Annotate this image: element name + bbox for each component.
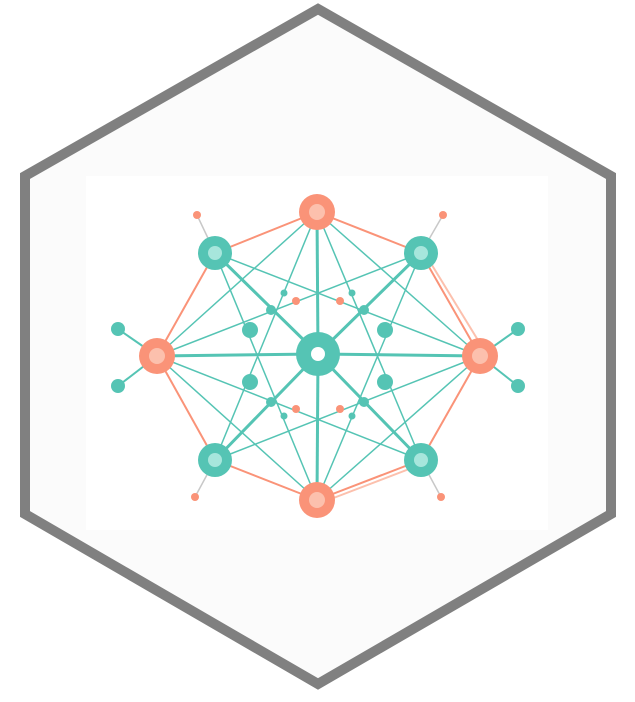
star-edge: [316, 211, 481, 357]
inner-coral-node: [336, 405, 344, 413]
inner-node: [242, 374, 258, 390]
outer-ring-edge: [214, 459, 318, 501]
corner-teal-node: [198, 443, 232, 477]
star-edge: [156, 211, 318, 357]
inner-node: [359, 305, 369, 315]
spoke-edge: [316, 352, 423, 462]
outer-ring-edge: [156, 252, 216, 357]
outer-ring-edge: [420, 355, 481, 461]
star-edge: [316, 355, 481, 501]
inner-node: [266, 305, 276, 315]
outer-ring-edge: [156, 355, 216, 461]
spoke-edge: [213, 251, 320, 356]
spoke-edge: [315, 353, 320, 501]
satellite-node: [511, 322, 525, 336]
inner-node: [348, 289, 356, 297]
star-edge: [316, 252, 422, 501]
spoke-edge: [317, 352, 481, 358]
star-edge: [214, 355, 481, 461]
center-hub-node: [296, 332, 340, 376]
star-edge: [156, 252, 422, 357]
inner-node: [377, 322, 393, 338]
tip-node: [193, 211, 201, 219]
spoke-edge: [156, 352, 319, 358]
inner-node: [280, 289, 288, 297]
spoke-edge: [316, 251, 423, 356]
corner-teal-node: [404, 443, 438, 477]
star-edge: [214, 211, 318, 461]
outer-ring-edge: [420, 252, 481, 357]
tip-node: [439, 211, 447, 219]
inner-node: [359, 397, 369, 407]
outer-ring-edge: [426, 256, 485, 351]
star-edge: [156, 355, 318, 501]
star-edge: [214, 252, 318, 501]
inner-node: [377, 374, 393, 390]
tip-node: [437, 493, 445, 501]
inner-coral-node: [292, 405, 300, 413]
inner-coral-node: [336, 297, 344, 305]
star-edge: [214, 252, 481, 357]
inner-node: [280, 412, 288, 420]
side-coral-node: [462, 338, 498, 374]
inner-coral-node: [292, 297, 300, 305]
side-coral-node: [299, 194, 335, 230]
outer-ring-edge: [316, 211, 422, 254]
inner-node: [348, 412, 356, 420]
star-edge: [156, 355, 422, 461]
star-edge: [316, 211, 422, 461]
spoke-edge: [315, 211, 320, 355]
outer-ring-edge: [322, 465, 418, 503]
side-coral-node: [299, 482, 335, 518]
outer-ring-edge: [214, 211, 318, 254]
network-edges: [117, 211, 519, 503]
outer-ring-edge: [316, 459, 422, 501]
network-nodes: [111, 194, 525, 518]
corner-teal-node: [198, 236, 232, 270]
inner-node: [266, 397, 276, 407]
corner-teal-node: [404, 236, 438, 270]
satellite-node: [511, 379, 525, 393]
side-coral-node: [139, 338, 175, 374]
satellite-node: [111, 322, 125, 336]
inner-node: [242, 322, 258, 338]
satellite-node: [111, 379, 125, 393]
spoke-edge: [213, 352, 320, 462]
tip-node: [191, 493, 199, 501]
